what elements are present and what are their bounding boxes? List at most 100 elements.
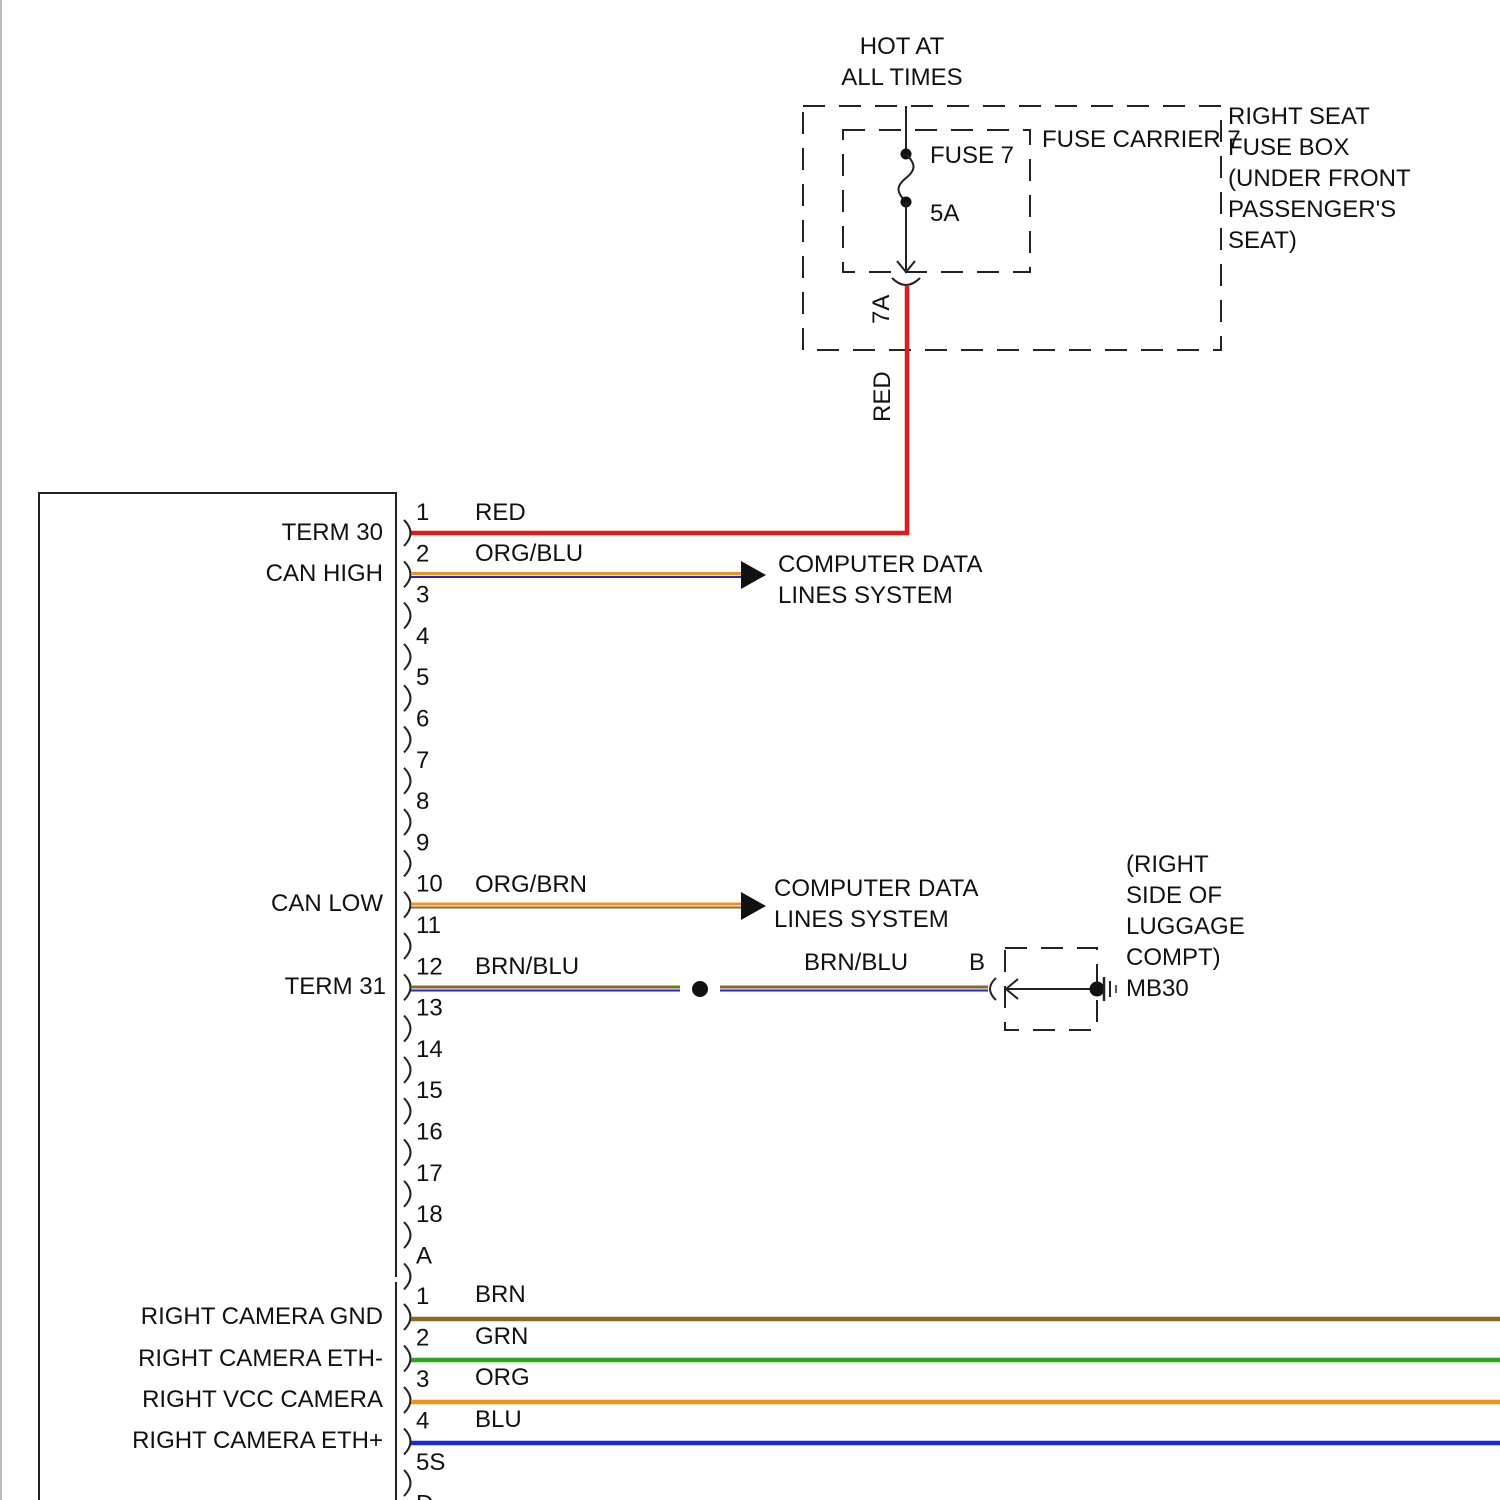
pin-bracket — [404, 1016, 411, 1042]
pin-number: 8 — [416, 788, 429, 815]
pin-number: 2 — [416, 1325, 429, 1352]
pin-number: 1 — [416, 1283, 429, 1310]
pin-bracket — [404, 1470, 411, 1496]
svg-text:COMPT): COMPT) — [1126, 944, 1221, 971]
pin-bracket — [404, 1346, 411, 1372]
ground-symbol — [1005, 977, 1116, 1001]
wire-org-blu — [411, 574, 744, 578]
pin-bracket — [404, 727, 411, 753]
pin-number: 12 — [416, 953, 443, 980]
ground-name: MB30 — [1126, 975, 1189, 1002]
pin-bracket — [404, 561, 411, 587]
connector-7a-label: 7A — [868, 295, 895, 324]
svg-text:LUGGAGE: LUGGAGE — [1126, 913, 1245, 940]
pin-bracket — [404, 1222, 411, 1248]
pin-bracket — [404, 1429, 411, 1455]
cdl-2-line2: LINES SYSTEM — [774, 906, 949, 933]
pin-bracket — [404, 933, 411, 959]
wire-label-cam1: BRN — [475, 1281, 526, 1308]
pin-number: 13 — [416, 995, 443, 1022]
cdl-1-line2: LINES SYSTEM — [778, 582, 953, 609]
pin-number: 3 — [416, 582, 429, 609]
wire-org-brn — [411, 904, 744, 908]
ground-connector-b — [990, 978, 996, 1000]
svg-text:PASSENGER'S: PASSENGER'S — [1228, 196, 1396, 223]
ground-connector-label: B — [969, 949, 985, 976]
cam-gnd-label: RIGHT CAMERA GND — [141, 1303, 383, 1330]
svg-text:(UNDER FRONT: (UNDER FRONT — [1228, 165, 1411, 192]
pin-number: 16 — [416, 1119, 443, 1146]
pin-bracket — [404, 644, 411, 670]
can-high-label: CAN HIGH — [266, 560, 383, 587]
pin-number: 5S — [416, 1449, 445, 1476]
cam-vcc-label: RIGHT VCC CAMERA — [142, 1386, 383, 1413]
pin-number: 1 — [416, 499, 429, 526]
pin-bracket — [404, 1181, 411, 1207]
ground-location-label: (RIGHT SIDE OF LUGGAGE COMPT) — [1126, 851, 1245, 971]
pin-bracket — [404, 685, 411, 711]
wire-label-pin2: ORG/BLU — [475, 540, 583, 567]
pin-number: 15 — [416, 1077, 443, 1104]
pin-number: 6 — [416, 706, 429, 733]
arrow-cdl-1 — [741, 561, 766, 589]
svg-text:RIGHT SEAT: RIGHT SEAT — [1228, 103, 1370, 130]
all-times-label: ALL TIMES — [841, 64, 962, 91]
wire-label-cam2: GRN — [475, 1323, 528, 1350]
pin-number: 4 — [416, 1408, 429, 1435]
pin-bracket — [404, 974, 411, 1000]
fuse-wire-color-label: RED — [869, 371, 896, 422]
pin-number: 11 — [416, 912, 441, 939]
pin-number: 2 — [416, 540, 429, 567]
pin-number: 14 — [416, 1036, 443, 1063]
pin-number: 9 — [416, 829, 429, 856]
wire-label-pin12: BRN/BLU — [475, 953, 579, 980]
pin-number: A — [416, 1242, 432, 1269]
can-low-label: CAN LOW — [271, 890, 383, 917]
pin-bracket — [404, 892, 411, 918]
pin-bracket — [404, 809, 411, 835]
svg-text:SIDE OF: SIDE OF — [1126, 882, 1222, 909]
fuse-connector-7a — [892, 278, 920, 285]
cdl-1-line1: COMPUTER DATA — [778, 551, 982, 578]
pin-number: 5 — [416, 664, 429, 691]
svg-text:FUSE BOX: FUSE BOX — [1228, 134, 1349, 161]
pin-bracket — [404, 603, 411, 629]
cam-eth-plus-label: RIGHT CAMERA ETH+ — [132, 1427, 383, 1454]
wire-label-pin10: ORG/BRN — [475, 871, 587, 898]
cam-eth-minus-label: RIGHT CAMERA ETH- — [138, 1345, 383, 1372]
wire-label-pin1: RED — [475, 499, 526, 526]
fuse-name: FUSE 7 — [930, 142, 1014, 169]
connector-2: 1 2 3 4 5S D — [404, 1283, 445, 1500]
pin-bracket — [404, 768, 411, 794]
svg-text:(RIGHT: (RIGHT — [1126, 851, 1209, 878]
pin-number: 4 — [416, 623, 429, 650]
pin-bracket — [404, 1057, 411, 1083]
pin-bracket — [404, 1263, 411, 1289]
fuse-carrier-label: FUSE CARRIER 7 — [1042, 126, 1241, 153]
pin-number: 10 — [416, 871, 443, 898]
arrow-cdl-2 — [741, 892, 766, 920]
pin-bracket — [404, 1140, 411, 1166]
fuse-box-label: RIGHT SEAT FUSE BOX (UNDER FRONT PASSENG… — [1228, 103, 1411, 254]
cdl-2-line1: COMPUTER DATA — [774, 875, 978, 902]
term30-label: TERM 30 — [282, 519, 383, 546]
term31-label: TERM 31 — [285, 973, 386, 1000]
wire-red — [411, 286, 907, 533]
pin-number: 7 — [416, 747, 429, 774]
pin-bracket — [404, 850, 411, 876]
pin-number: 3 — [416, 1366, 429, 1393]
wire-label-cam3: ORG — [475, 1364, 530, 1391]
pin-number: 18 — [416, 1201, 443, 1228]
hot-at-label: HOT AT — [860, 33, 945, 60]
pin-number: D — [416, 1491, 433, 1500]
fuse-rating: 5A — [930, 200, 959, 227]
pin-bracket — [404, 1304, 411, 1330]
pin-bracket — [404, 520, 411, 546]
pin-number: 17 — [416, 1160, 443, 1187]
svg-text:SEAT): SEAT) — [1228, 227, 1297, 254]
wire-label-cam4: BLU — [475, 1406, 522, 1433]
pin-bracket — [404, 1387, 411, 1413]
pin-bracket — [404, 1098, 411, 1124]
